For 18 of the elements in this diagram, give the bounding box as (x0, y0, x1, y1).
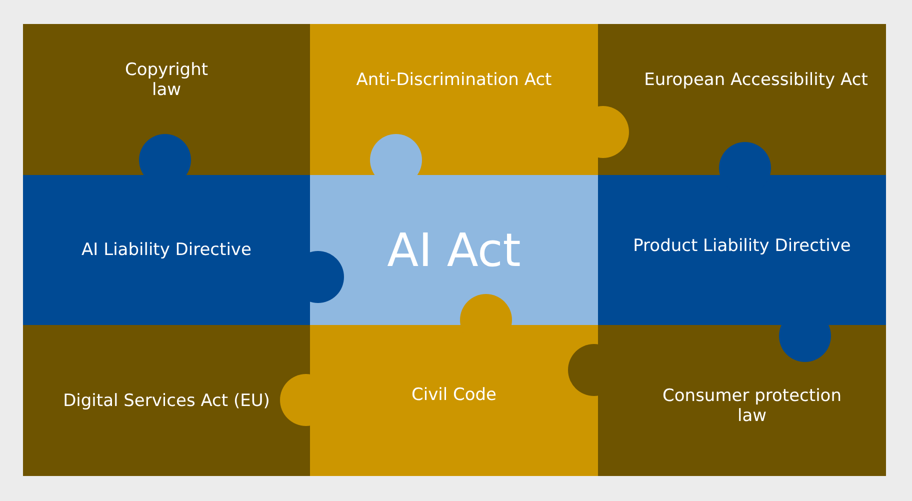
puzzle-piece (310, 325, 598, 476)
piece-label: AI Act (387, 223, 521, 277)
puzzle-piece (598, 175, 886, 325)
puzzle-piece (598, 325, 886, 476)
puzzle-piece (598, 24, 886, 175)
piece-label: Digital Services Act (EU) (63, 390, 270, 410)
puzzle-piece (310, 24, 598, 175)
puzzle-piece (23, 24, 310, 175)
piece-label: Anti-Discrimination Act (356, 70, 552, 90)
piece-label: Consumer protection law (662, 386, 842, 426)
piece-label: Product Liability Directive (633, 236, 851, 256)
puzzle-piece (310, 175, 598, 325)
piece-label: AI Liability Directive (82, 240, 252, 260)
piece-label: Civil Code (411, 384, 497, 404)
piece-label: Copyright law (124, 60, 210, 100)
puzzle-piece (23, 175, 310, 325)
piece-label: European Accessibility Act (644, 70, 868, 90)
puzzle-piece (23, 325, 310, 476)
